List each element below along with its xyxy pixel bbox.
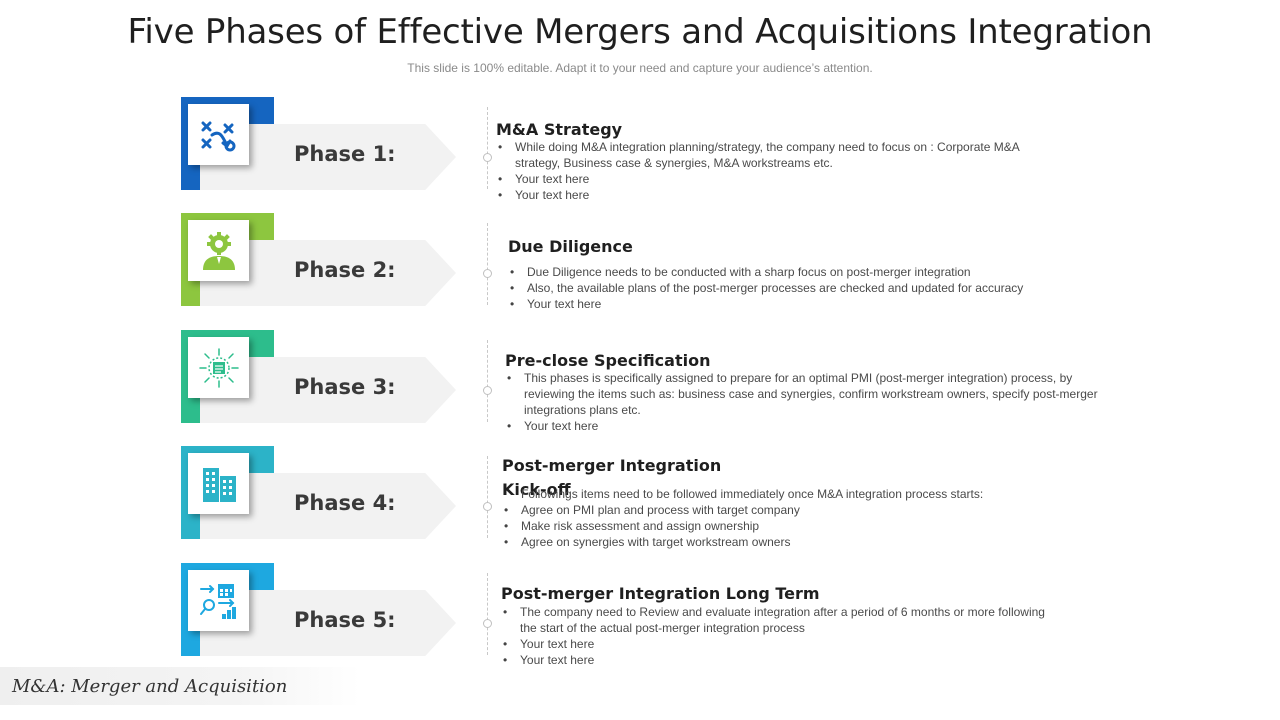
phase-label-4: Phase 4: bbox=[294, 491, 396, 515]
focus-document-icon bbox=[198, 347, 239, 388]
phase-heading-3: Pre-close Specification bbox=[505, 351, 711, 370]
phase-row-1: Phase 1: M&A Strategy While doing M&A in… bbox=[0, 97, 1280, 203]
phase-3-bullet-1: This phases is specifically assigned to … bbox=[507, 370, 1104, 418]
phase-5-bullet-1: The company need to Review and evaluate … bbox=[503, 604, 1050, 636]
phase-3-bullet-2: Your text here bbox=[507, 418, 1104, 434]
office-buildings-icon bbox=[202, 467, 236, 502]
phase-heading-2: Due Diligence bbox=[508, 237, 633, 256]
strategy-play-icon bbox=[201, 121, 235, 151]
phase-bullets-5: The company need to Review and evaluate … bbox=[502, 604, 1050, 668]
phase-2-bullet-2: Also, the available plans of the post-me… bbox=[510, 280, 1087, 296]
phase-dot-5 bbox=[483, 619, 492, 628]
phase-icon-box-5 bbox=[188, 570, 249, 631]
phase-timeline-1 bbox=[487, 107, 488, 189]
phase-1-bullet-3: Your text here bbox=[498, 187, 1045, 203]
footer-note: M&A: Merger and Acquisition bbox=[0, 667, 360, 705]
businessman-gear-icon bbox=[202, 231, 235, 270]
slide-title: Five Phases of Effective Mergers and Acq… bbox=[127, 12, 1153, 52]
phase-row-4: Phase 4: Post-merger Integration Kick-of… bbox=[0, 446, 1280, 550]
planning-analytics-icon bbox=[199, 583, 236, 619]
phase-icon-box-1 bbox=[188, 104, 249, 165]
phase-2-bullet-1: Due Diligence needs to be conducted with… bbox=[510, 264, 1087, 280]
phase-5-bullet-2: Your text here bbox=[503, 636, 1050, 652]
phase-dot-1 bbox=[483, 153, 492, 162]
phase-label-2: Phase 2: bbox=[294, 258, 396, 282]
phase-dot-4 bbox=[483, 502, 492, 511]
phase-2-bullet-3: Your text here bbox=[510, 296, 1087, 312]
footer-note-text: M&A: Merger and Acquisition bbox=[12, 676, 288, 697]
phase-label-3: Phase 3: bbox=[294, 375, 396, 399]
phase-timeline-5 bbox=[487, 573, 488, 655]
phase-1-bullet-1: While doing M&A integration planning/str… bbox=[498, 139, 1045, 171]
phase-intro-4: Followings items need to be followed imm… bbox=[521, 487, 984, 501]
phase-row-5: Phase 5: Post-merger Integration Long Te… bbox=[0, 563, 1280, 668]
phase-4-bullet-2: Make risk assessment and assign ownershi… bbox=[504, 518, 1061, 534]
slide-subtitle: This slide is 100% editable. Adapt it to… bbox=[407, 61, 873, 75]
phase-heading-1: M&A Strategy bbox=[496, 120, 623, 139]
phase-heading-5: Post-merger Integration Long Term bbox=[501, 584, 820, 603]
phase-4-bullet-3: Agree on synergies with target workstrea… bbox=[504, 534, 1061, 550]
phase-bullets-3: This phases is specifically assigned to … bbox=[506, 370, 1104, 434]
phase-1-bullet-2: Your text here bbox=[498, 171, 1045, 187]
phase-icon-box-4 bbox=[188, 453, 249, 514]
phase-bullets-1: While doing M&A integration planning/str… bbox=[497, 139, 1045, 203]
phase-bullets-4: Agree on PMI plan and process with targe… bbox=[503, 502, 1061, 550]
phase-label-1: Phase 1: bbox=[294, 142, 396, 166]
phase-dot-3 bbox=[483, 386, 492, 395]
phase-timeline-3 bbox=[487, 340, 488, 422]
phase-icon-box-3 bbox=[188, 337, 249, 398]
phase-bullets-2: Due Diligence needs to be conducted with… bbox=[509, 264, 1087, 312]
phase-5-bullet-3: Your text here bbox=[503, 652, 1050, 668]
phase-row-2: Phase 2: Due Diligence Due Diligence nee… bbox=[0, 213, 1280, 313]
phase-label-5: Phase 5: bbox=[294, 608, 396, 632]
phase-4-bullet-1: Agree on PMI plan and process with targe… bbox=[504, 502, 1061, 518]
phase-row-3: Phase 3: Pre-close Specification This ph… bbox=[0, 330, 1280, 434]
phase-dot-2 bbox=[483, 269, 492, 278]
phase-timeline-2 bbox=[487, 223, 488, 305]
phase-timeline-4 bbox=[487, 456, 488, 538]
phase-icon-box-2 bbox=[188, 220, 249, 281]
phase-heading-4: Post-merger Integration Kick-off bbox=[502, 456, 722, 499]
